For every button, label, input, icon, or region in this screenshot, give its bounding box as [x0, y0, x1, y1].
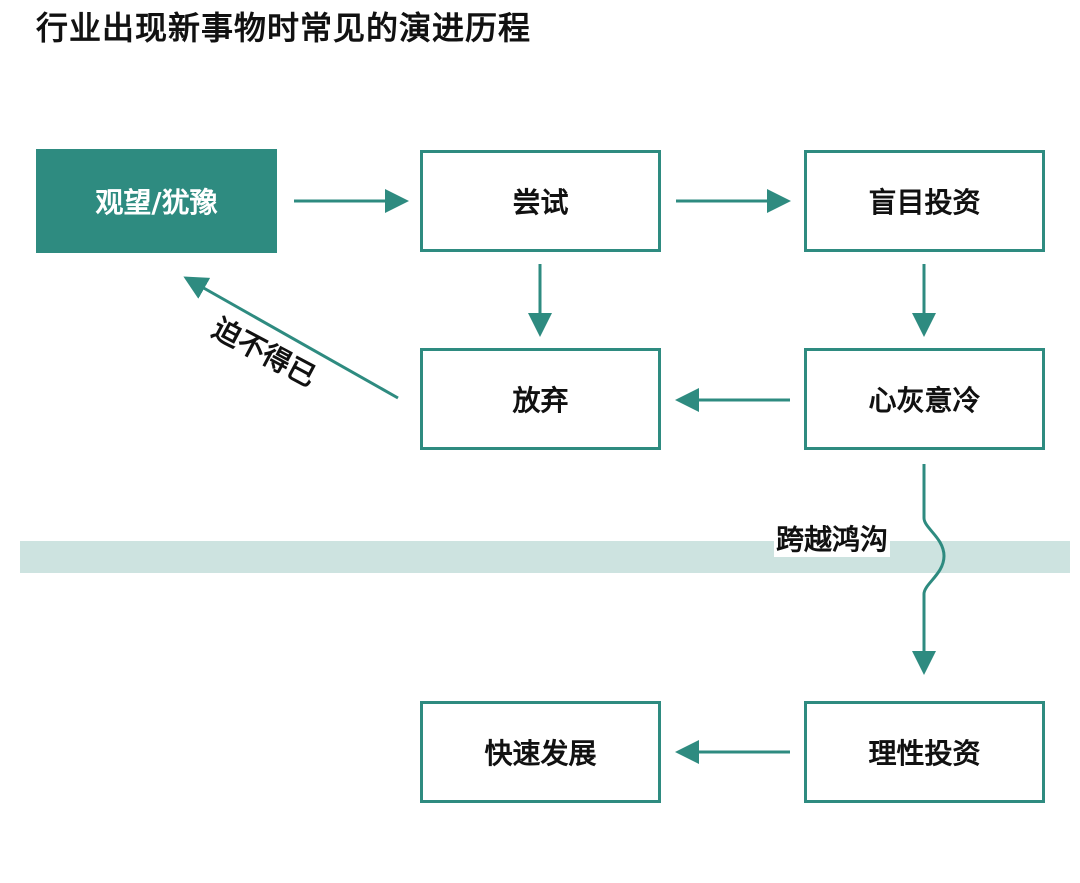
node-wait-hesitate: 观望/犹豫	[36, 149, 277, 253]
chasm-band	[20, 541, 1070, 573]
node-rational-invest: 理性投资	[804, 701, 1045, 803]
node-blind-invest: 盲目投资	[804, 150, 1045, 252]
node-fast-growth: 快速发展	[420, 701, 661, 803]
node-discouraged: 心灰意冷	[804, 348, 1045, 450]
arrow-give-up-to-wait	[183, 276, 399, 400]
label-cross-chasm: 跨越鸿沟	[774, 523, 891, 557]
diagram-title: 行业出现新事物时常见的演进历程	[36, 9, 532, 47]
node-give-up: 放弃	[420, 348, 661, 450]
node-try: 尝试	[420, 150, 661, 252]
arrow-cross-chasm	[912, 464, 946, 675]
